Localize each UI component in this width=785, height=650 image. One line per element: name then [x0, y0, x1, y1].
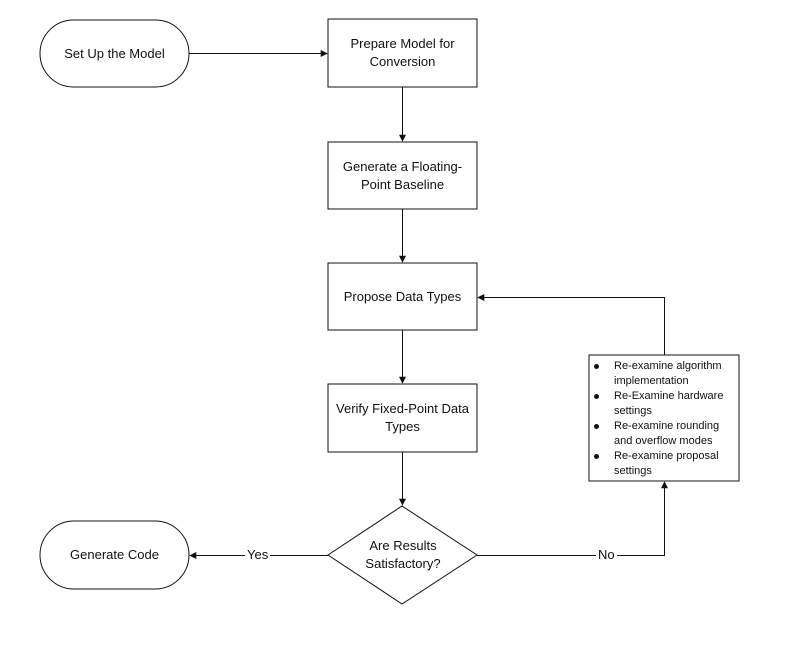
arrow-decision-no-to-note	[477, 481, 668, 556]
propose-process-shape	[327, 262, 478, 331]
verify-fixed-point-label: Verify Fixed-Point Data Types	[336, 401, 469, 434]
verify-fixed-point-node: Verify Fixed-Point Data Types	[334, 384, 471, 452]
floating-point-baseline-label: Generate a Floating-Point Baseline	[342, 158, 463, 192]
note-item-hardware: Re-Examine hardware settings	[594, 389, 738, 419]
note-item-rounding: Re-examine rounding and overflow modes	[594, 419, 738, 449]
yes-edge-label: Yes	[245, 547, 271, 562]
setup-model-node: Set Up the Model	[44, 20, 185, 87]
arrow-note-to-propose	[477, 294, 665, 355]
re-examine-list: Re-examine algorithm implementation Re-E…	[590, 359, 738, 479]
decision-diamond-shape	[327, 505, 478, 605]
baseline-process-shape	[327, 141, 478, 210]
note-item-proposal: Re-examine proposal settings	[594, 449, 738, 479]
re-examine-note: Re-examine algorithm implementation Re-E…	[590, 359, 738, 479]
setup-model-label: Set Up the Model	[64, 45, 165, 61]
no-edge-label: No	[596, 547, 617, 562]
verify-process-shape	[327, 383, 478, 453]
re-examine-note-shape	[588, 354, 740, 482]
propose-data-types-node: Propose Data Types	[334, 263, 471, 330]
prepare-process-shape	[327, 18, 478, 88]
results-satisfactory-label: Are Results Satisfactory?	[365, 538, 441, 571]
generate-code-node: Generate Code	[44, 521, 185, 589]
generate-code-label: Generate Code	[70, 547, 159, 562]
prepare-model-label: Prepare Model for Conversion	[350, 36, 455, 69]
generate-terminator-shape	[39, 520, 190, 590]
propose-data-types-label: Propose Data Types	[343, 288, 462, 304]
note-item-algorithm: Re-examine algorithm implementation	[594, 359, 738, 389]
results-satisfactory-decision: Are Results Satisfactory?	[358, 530, 448, 580]
floating-point-baseline-node: Generate a Floating-Point Baseline	[334, 142, 471, 209]
prepare-model-node: Prepare Model for Conversion	[334, 19, 471, 87]
